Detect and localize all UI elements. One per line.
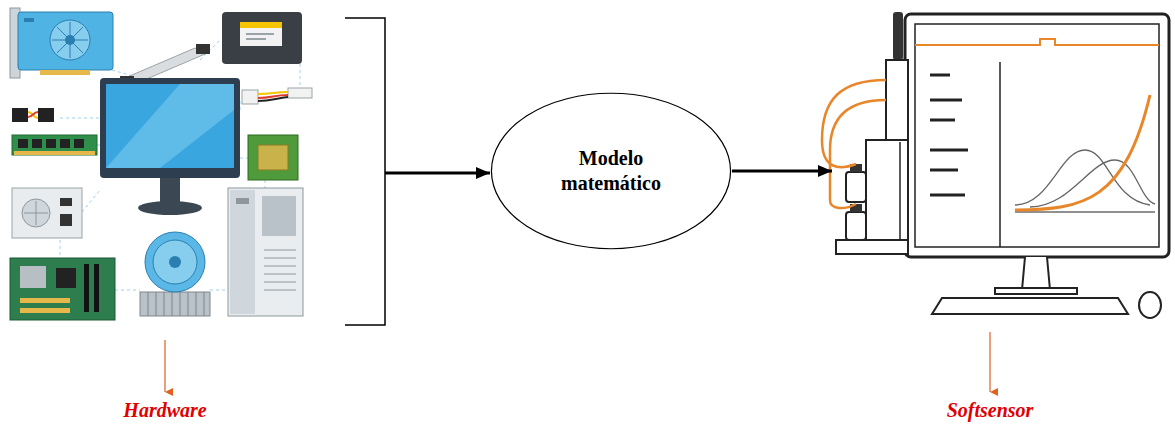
- softsensor-monitor: [905, 14, 1169, 318]
- caption-label: Hardware: [123, 399, 206, 421]
- illustration-group: Hardware: [0, 14, 385, 332]
- pc-case: [228, 188, 303, 316]
- motherboard: [10, 258, 115, 320]
- group-bracket: [345, 18, 385, 325]
- node-label: Modelo matemático: [541, 146, 681, 196]
- caption-label: Softsensor: [947, 399, 1034, 421]
- computer-monitor: [100, 78, 240, 215]
- leader-arrow: [989, 332, 990, 392]
- ram-module: [12, 135, 97, 155]
- lab-instrument: [822, 12, 908, 254]
- ellipse-shape: [491, 93, 730, 248]
- ellipse-content: Modelo matemático: [490, 92, 732, 250]
- label-holder: Hardware: [123, 399, 206, 422]
- flow-arrow: [732, 170, 832, 173]
- power-supply: [12, 188, 82, 238]
- process-ellipse: Modelo matemático: [490, 92, 732, 250]
- ssd-drive: [222, 12, 302, 64]
- ellipse-outline: [490, 92, 732, 250]
- cpu-cooler: [140, 232, 210, 316]
- label-holder: Softsensor: [947, 399, 1034, 422]
- graphics-card: [10, 8, 113, 78]
- illustration-group: Softsensor: [832, 10, 1172, 330]
- leader-arrow: [164, 340, 165, 392]
- cpu-chip: [248, 135, 298, 180]
- flow-arrow: [385, 172, 490, 175]
